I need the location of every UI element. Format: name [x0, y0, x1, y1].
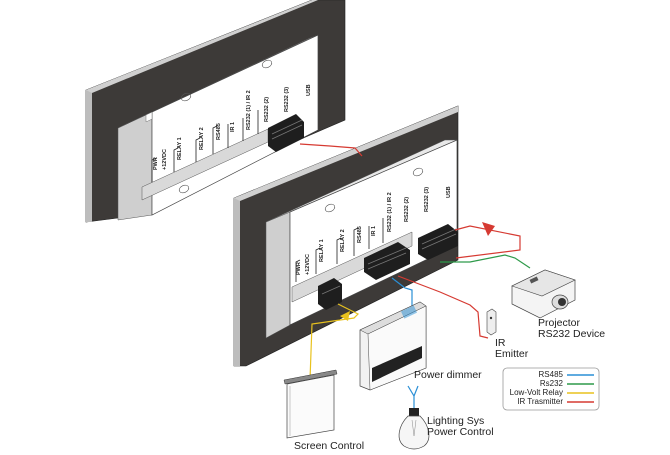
label-ir1: IR 1 [230, 122, 236, 132]
label-rs485: RS485 [216, 123, 222, 140]
legend-item-ir: IR Trasmitter [517, 397, 594, 406]
label-relay1-front: RELAY 1 [319, 239, 325, 262]
front-wall-plate: PWR +12VDC RELAY 1 RELAY 2 RS485 IR 1 RS… [233, 105, 459, 367]
ir-emitter-sublabel: Emitter [495, 348, 529, 360]
wire-ir-back [299, 143, 363, 157]
wire-rs485 [391, 277, 416, 322]
label-relay2-front: RELAY 2 [340, 229, 346, 252]
label-12vdc: +12VDC [162, 149, 168, 170]
label-rs232-2-front: RS232 (2) [404, 197, 410, 222]
label-usb-front: USB [446, 186, 452, 198]
back-wall-plate: PWR +12VDC RELAY 1 RELAY 2 RS485 IR 1 RS… [85, 0, 346, 223]
wire-ir-front [454, 225, 521, 259]
screen-control-label: Screen Control [294, 440, 364, 452]
label-relay1: RELAY 1 [177, 137, 183, 160]
lighting-sublabel: Power Control [427, 426, 494, 438]
lighting-label: Lighting Sys [427, 415, 484, 427]
power-dimmer-label: Power dimmer [414, 369, 482, 381]
wire-relay [309, 303, 360, 381]
label-rs232-1: RS232 (1) / IR 2 [246, 90, 252, 130]
legend-item-rs485: RS485 [539, 370, 594, 379]
legend-item-rs232: Rs232 [540, 379, 594, 388]
projection-screen-icon [283, 369, 338, 439]
label-usb: USB [306, 84, 312, 96]
legend-item-relay: Low-Volt Relay [510, 388, 594, 397]
label-pwr-front: PWR [296, 262, 302, 275]
relay-arrow-icon [340, 311, 350, 321]
svg-text:Rs232: Rs232 [540, 379, 564, 388]
label-pwr: PWR [153, 157, 159, 170]
rs232-connector [418, 224, 458, 260]
ir-emitter-icon [486, 308, 497, 336]
svg-text:Low-Volt Relay: Low-Volt Relay [510, 388, 563, 397]
svg-text:IR Trasmitter: IR Trasmitter [517, 397, 563, 406]
relay-connector [318, 278, 342, 310]
label-12vdc-front: +12VDC [305, 254, 311, 275]
projector-icon [511, 269, 576, 319]
power-dimmer-icon [359, 301, 427, 391]
label-rs485-front: RS485 [357, 226, 363, 243]
label-rs232-1-front: RS232 (1) / IR 2 [387, 192, 393, 232]
label-rs232-2: RS232 (2) [264, 97, 270, 122]
label-ir1-front: IR 1 [371, 226, 377, 236]
wires [299, 143, 531, 408]
label-rs232-3: RS232 (3) [284, 87, 290, 112]
back-connector [268, 114, 304, 152]
ir-arrow-icon [482, 222, 495, 236]
svg-text:RS485: RS485 [539, 370, 564, 379]
label-relay2: RELAY 2 [199, 127, 205, 150]
light-bulb-icon [398, 408, 430, 450]
rs485-connector [364, 242, 410, 280]
label-rs232-3-front: RS232 (3) [424, 187, 430, 212]
projector-sublabel: RS232 Device [538, 328, 605, 340]
wire-ir-emitter [397, 275, 489, 339]
projector-label: Projector [538, 317, 581, 329]
wire-rs232 [440, 254, 531, 269]
legend: RS485 Rs232 Low-Volt Relay IR Trasmitter [502, 367, 600, 411]
ir-emitter-label: IR [495, 337, 506, 349]
wire-rs485-light [407, 385, 419, 408]
